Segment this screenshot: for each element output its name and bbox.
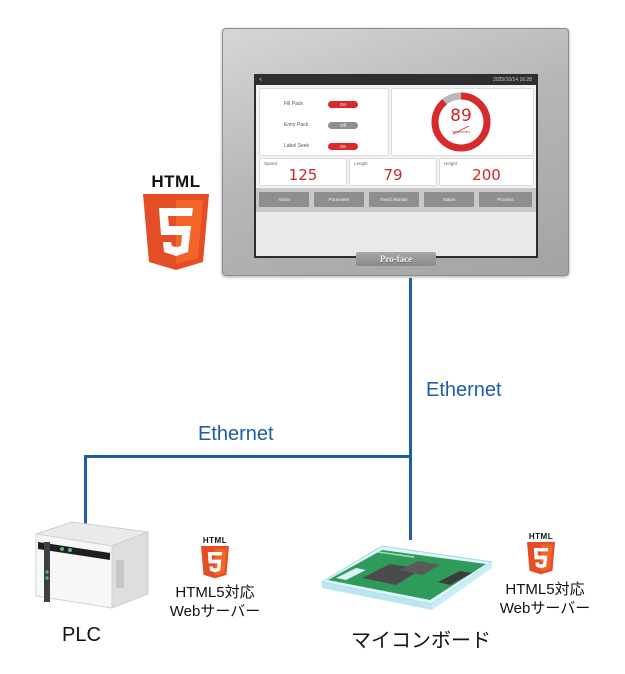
stat-card-length: Length 79 xyxy=(349,158,437,186)
trend-monitor-button[interactable]: Trend Monitor xyxy=(369,192,419,207)
gauge-unit: Items/min xyxy=(452,129,470,134)
stat-card-speed: Speed 125 xyxy=(259,158,347,186)
html5-logo-label-plc: HTML xyxy=(202,536,228,545)
stat-card-height: Height 200 xyxy=(439,158,534,186)
pro-face-logo: Pro-face xyxy=(356,252,436,266)
stat-value: 79 xyxy=(383,166,403,184)
ethernet-line-horizontal xyxy=(84,455,412,458)
plc-server-label: HTML5対応 Webサーバー xyxy=(160,583,270,621)
html5-shield-icon-plc xyxy=(201,546,229,579)
stat-value: 200 xyxy=(472,166,501,184)
mcu-server-label: HTML5対応 Webサーバー xyxy=(490,580,600,618)
microcontroller-board-icon xyxy=(320,545,494,610)
ethernet-line-vertical xyxy=(409,278,412,540)
gauge-ring xyxy=(431,92,491,152)
mcu-server-line1: HTML5対応 xyxy=(505,581,585,598)
gauge-card: 89 Items/min xyxy=(391,88,534,156)
mcu-server-line2: Webサーバー xyxy=(499,600,591,617)
ethernet-label-horizontal: Ethernet xyxy=(198,423,274,445)
row-label-entry-pack: Entry Pack xyxy=(284,122,309,128)
stat-value: 125 xyxy=(288,166,318,184)
stat-label: Length xyxy=(354,161,368,166)
ethernet-label-vertical: Ethernet xyxy=(426,379,502,401)
plc-server-line2: Webサーバー xyxy=(169,603,261,620)
back-icon[interactable]: < xyxy=(259,77,262,83)
toggle-label-seek[interactable]: On xyxy=(328,143,358,150)
row-label-label-seek: Label Seek xyxy=(284,143,310,149)
plc-server-line1: HTML5対応 xyxy=(175,584,255,601)
process-button[interactable]: Process xyxy=(479,192,532,207)
toggle-entry-pack[interactable]: Off xyxy=(328,122,358,129)
html5-shield-icon xyxy=(143,194,209,270)
hmi-nav-bar: Alarm Parameter Trend Monitor Status Pro… xyxy=(256,188,536,212)
plc-caption: PLC xyxy=(62,624,101,646)
html5-logo-label: HTML xyxy=(151,172,201,191)
microcontroller-caption: マイコンボード xyxy=(351,630,491,652)
row-label-fill-pack: Fill Pack xyxy=(284,101,303,107)
hmi-panel: < 2025/10/14 16:28 Fill Pack On Entry Pa… xyxy=(222,28,569,276)
stat-label: Height xyxy=(444,161,458,166)
gauge-value: 89 xyxy=(450,106,472,126)
hmi-header-bar: < 2025/10/14 16:28 xyxy=(256,76,536,85)
ethernet-line-plc-drop xyxy=(84,455,87,530)
toggle-fill-pack[interactable]: On xyxy=(328,101,358,108)
alarm-button[interactable]: Alarm xyxy=(259,192,309,207)
html5-logo-label-mcu: HTML xyxy=(528,532,554,541)
stat-label: Speed xyxy=(264,161,278,166)
status-button[interactable]: Status xyxy=(424,192,474,207)
hmi-screen: < 2025/10/14 16:28 Fill Pack On Entry Pa… xyxy=(254,74,538,258)
html5-shield-icon-mcu xyxy=(527,542,555,575)
hmi-screen-bottom xyxy=(256,212,536,256)
hmi-clock: 2025/10/14 16:28 xyxy=(493,77,532,83)
parameter-button[interactable]: Parameter xyxy=(314,192,364,207)
status-card: Fill Pack On Entry Pack Off Label Seek O… xyxy=(259,88,389,156)
plc-device-icon xyxy=(35,521,149,609)
